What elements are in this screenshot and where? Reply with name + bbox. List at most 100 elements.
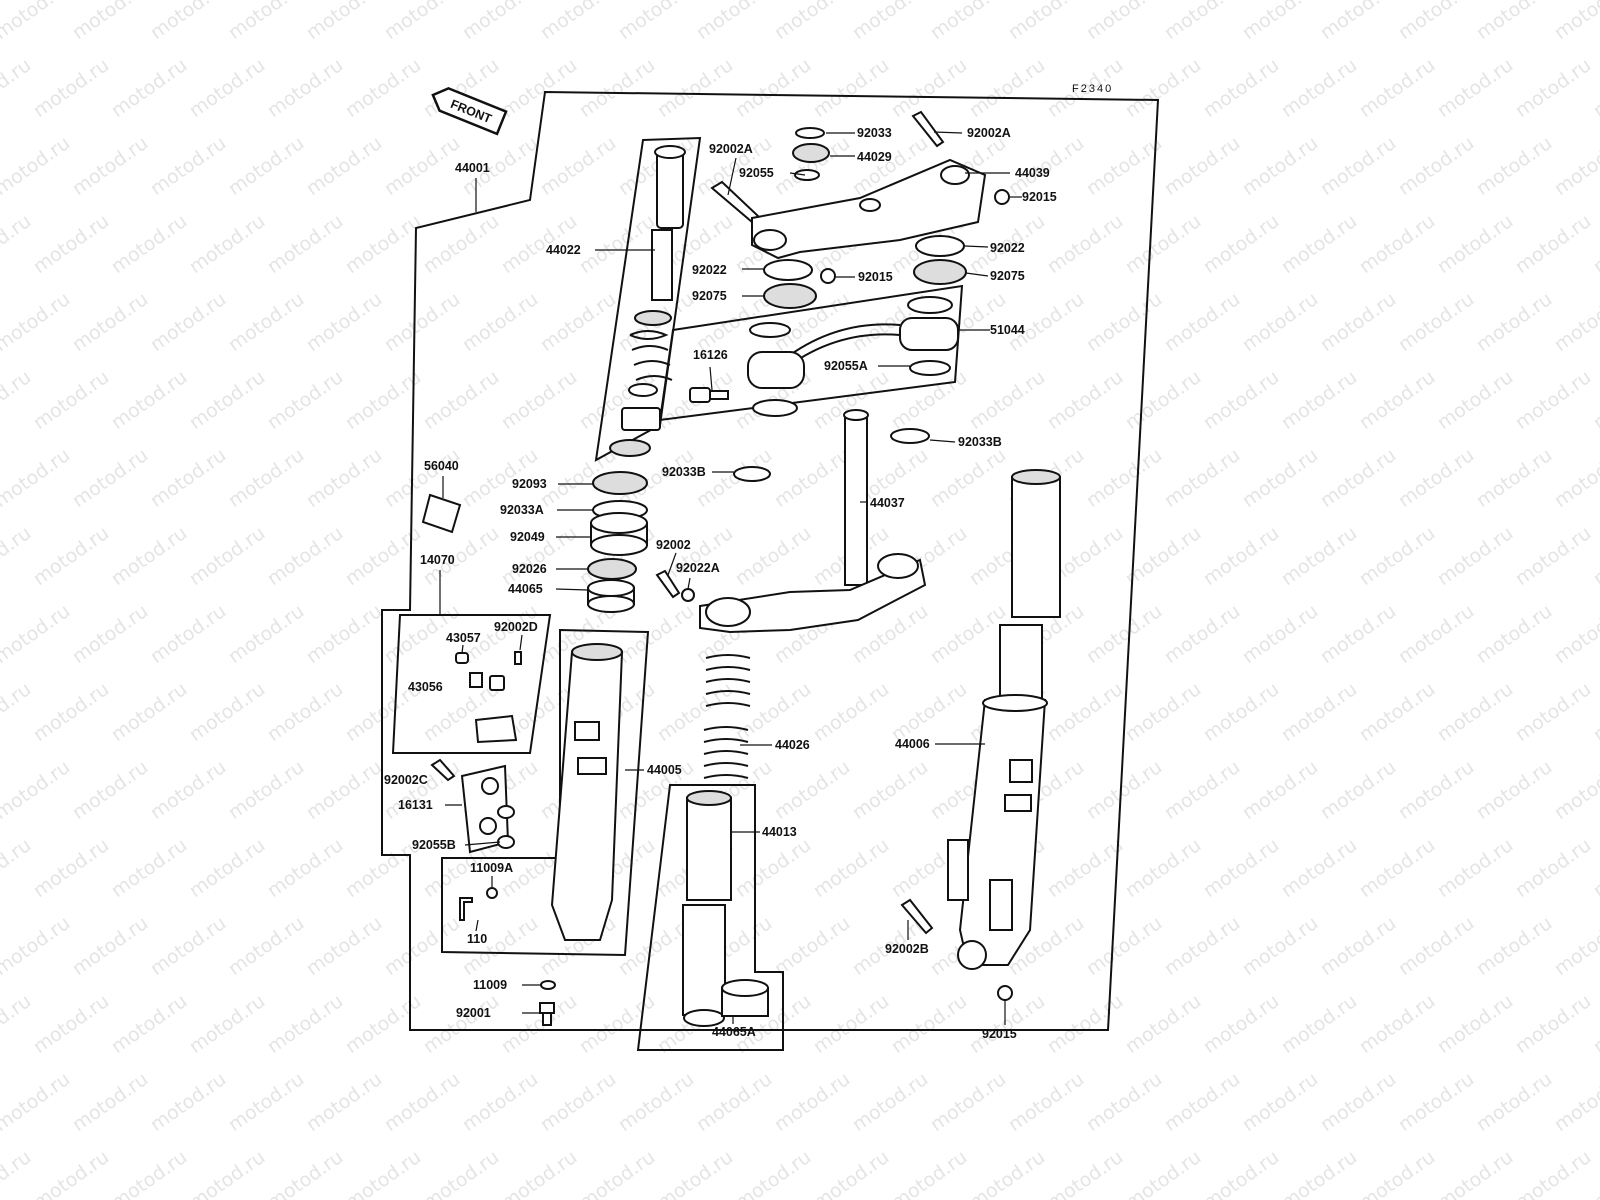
reference-code: F2340 bbox=[1072, 83, 1113, 95]
label-14070: 14070 bbox=[420, 553, 455, 567]
watermark-text: motod.ru bbox=[1511, 834, 1595, 902]
label-43056: 43056 bbox=[408, 680, 443, 694]
watermark-text: motod.ru bbox=[731, 54, 815, 122]
watermark-text: motod.ru bbox=[770, 756, 854, 824]
watermark-text: motod.ru bbox=[1238, 0, 1322, 44]
oring-92055B-part bbox=[497, 835, 515, 849]
watermark-text: motod.ru bbox=[302, 756, 386, 824]
watermark-text: motod.ru bbox=[575, 210, 659, 278]
watermark-text: motod.ru bbox=[575, 990, 659, 1058]
watermark-text: motod.ru bbox=[185, 210, 269, 278]
watermark-text: motod.ru bbox=[1433, 990, 1517, 1058]
label-92002A-right: 92002A bbox=[967, 126, 1011, 140]
watermark-text: motod.ru bbox=[1355, 366, 1439, 434]
spring-44026-part bbox=[703, 654, 751, 779]
watermark-text: motod.ru bbox=[1550, 0, 1600, 44]
watermark-text: motod.ru bbox=[1589, 990, 1600, 1058]
watermark-text: motod.ru bbox=[1043, 210, 1127, 278]
watermark-text: motod.ru bbox=[29, 54, 113, 122]
watermark-text: motod.ru bbox=[1316, 756, 1400, 824]
watermark-text: motod.ru bbox=[0, 1068, 74, 1136]
watermark-text: motod.ru bbox=[731, 522, 815, 590]
label-44039: 44039 bbox=[1015, 166, 1050, 180]
watermark-text: motod.ru bbox=[1355, 678, 1439, 746]
bolt-110-part bbox=[459, 897, 473, 921]
washer-92026-part bbox=[587, 558, 637, 580]
watermark-text: motod.ru bbox=[185, 678, 269, 746]
watermark-text: motod.ru bbox=[29, 522, 113, 590]
watermark-text: motod.ru bbox=[263, 54, 347, 122]
watermark-text: motod.ru bbox=[224, 756, 308, 824]
watermark-text: motod.ru bbox=[653, 1146, 737, 1200]
watermark-text: motod.ru bbox=[1472, 288, 1556, 356]
watermark-text: motod.ru bbox=[0, 1146, 35, 1200]
watermark-text: motod.ru bbox=[1004, 0, 1088, 44]
watermark-text: motod.ru bbox=[185, 366, 269, 434]
watermark-text: motod.ru bbox=[1433, 366, 1517, 434]
cap-43057-part bbox=[455, 652, 469, 664]
watermark-text: motod.ru bbox=[146, 444, 230, 512]
watermark-text: motod.ru bbox=[1043, 1146, 1127, 1200]
watermark-text: motod.ru bbox=[887, 366, 971, 434]
watermark-text: motod.ru bbox=[1004, 1068, 1088, 1136]
watermark-text: motod.ru bbox=[1277, 366, 1361, 434]
watermark-text: motod.ru bbox=[653, 678, 737, 746]
watermark-text: motod.ru bbox=[692, 1068, 776, 1136]
watermark-text: motod.ru bbox=[1394, 288, 1478, 356]
label-44001: 44001 bbox=[455, 161, 490, 175]
label-44006: 44006 bbox=[895, 737, 930, 751]
label-92033: 92033 bbox=[857, 126, 892, 140]
watermark-text: motod.ru bbox=[68, 756, 152, 824]
label-92022-left: 92022 bbox=[692, 263, 727, 277]
watermark-text: motod.ru bbox=[419, 1146, 503, 1200]
watermark-text: motod.ru bbox=[497, 1146, 581, 1200]
label-92049: 92049 bbox=[510, 530, 545, 544]
watermark-text: motod.ru bbox=[458, 1068, 542, 1136]
watermark-text: motod.ru bbox=[68, 132, 152, 200]
watermark-text: motod.ru bbox=[68, 0, 152, 44]
watermark-text: motod.ru bbox=[1121, 990, 1205, 1058]
watermark-text: motod.ru bbox=[380, 132, 464, 200]
watermark-text: motod.ru bbox=[1316, 444, 1400, 512]
watermark-text: motod.ru bbox=[107, 522, 191, 590]
watermark-text: motod.ru bbox=[458, 912, 542, 980]
label-44037: 44037 bbox=[870, 496, 905, 510]
watermark-text: motod.ru bbox=[224, 600, 308, 668]
watermark-text: motod.ru bbox=[107, 990, 191, 1058]
watermark-text: motod.ru bbox=[1121, 54, 1205, 122]
label-44022: 44022 bbox=[546, 243, 581, 257]
label-92015-bottom: 92015 bbox=[982, 1027, 1017, 1041]
watermark-text: motod.ru bbox=[458, 0, 542, 44]
label-44029: 44029 bbox=[857, 150, 892, 164]
valve-body-part bbox=[474, 714, 518, 744]
watermark-text: motod.ru bbox=[302, 132, 386, 200]
nut-92015-a-part bbox=[994, 189, 1010, 205]
watermark-text: motod.ru bbox=[1238, 1068, 1322, 1136]
watermark-text: motod.ru bbox=[341, 990, 425, 1058]
screw-92002D-part bbox=[514, 651, 522, 665]
bushing-44065A-part bbox=[721, 979, 769, 1017]
watermark-text: motod.ru bbox=[1277, 990, 1361, 1058]
watermark-text: motod.ru bbox=[1394, 600, 1478, 668]
watermark-text: motod.ru bbox=[1238, 600, 1322, 668]
watermark-text: motod.ru bbox=[29, 678, 113, 746]
watermark-text: motod.ru bbox=[965, 366, 1049, 434]
bearing-92075-left-part bbox=[763, 283, 817, 309]
watermark-text: motod.ru bbox=[770, 444, 854, 512]
watermark-text: motod.ru bbox=[1433, 834, 1517, 902]
watermark-text: motod.ru bbox=[1199, 366, 1283, 434]
label-44005: 44005 bbox=[647, 763, 682, 777]
watermark-text: motod.ru bbox=[0, 756, 74, 824]
watermark-text: motod.ru bbox=[302, 600, 386, 668]
label-51044: 51044 bbox=[990, 323, 1025, 337]
watermark-text: motod.ru bbox=[341, 522, 425, 590]
watermark-text: motod.ru bbox=[965, 1146, 1049, 1200]
watermark-text: motod.ru bbox=[1355, 54, 1439, 122]
label-110: 110 bbox=[467, 932, 487, 946]
watermark-text: motod.ru bbox=[770, 0, 854, 44]
watermark-text: motod.ru bbox=[1121, 1146, 1205, 1200]
watermark-text: motod.ru bbox=[1511, 210, 1595, 278]
watermark-text: motod.ru bbox=[965, 54, 1049, 122]
watermark-text: motod.ru bbox=[614, 0, 698, 44]
